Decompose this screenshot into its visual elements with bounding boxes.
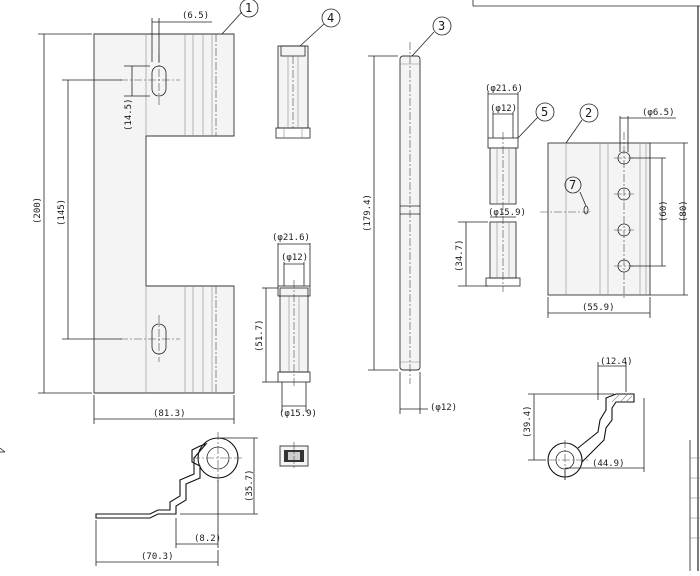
dim-55-9: (55.9) — [582, 303, 615, 313]
part-4-bushing-top: 4 — [275, 8, 341, 139]
dim-phi6-5: (φ6.5) — [642, 108, 675, 118]
profile-view-left: (35.7) (8.2) (70.3) — [95, 432, 258, 566]
dim-8-2: (8.2) — [194, 534, 221, 544]
balloon-7: 7 — [569, 178, 576, 192]
dim-phi12-pin: (φ12) — [430, 403, 457, 413]
dim-14-5: (14.5) — [124, 98, 134, 131]
dim-34-7: (34.7) — [455, 239, 465, 272]
balloon-5: 5 — [541, 105, 548, 119]
profile-view-right: (12.4) (39.4) (44.9) — [523, 357, 645, 480]
part-2-leaf: (φ6.5) (60) (80) (55.9) 2 7 — [540, 103, 689, 318]
dim-phi21-6-a: (φ21.6) — [272, 233, 310, 243]
balloon-1: 1 — [245, 1, 252, 15]
part-5-bushing: (φ21.6) (φ12) (φ15.9) (34.7) 5 — [455, 84, 555, 292]
dim-35-7: (35.7) — [245, 469, 255, 502]
dim-phi15-9-b: (φ15.9) — [488, 208, 526, 218]
bushing-top-view — [279, 442, 309, 470]
dim-200: (200) — [33, 197, 43, 224]
dim-phi21-6-b: (φ21.6) — [485, 84, 523, 94]
balloon-2: 2 — [585, 106, 592, 120]
dim-81-3: (81.3) — [153, 409, 186, 419]
dim-80: (80) — [679, 200, 689, 222]
dim-70-3: (70.3) — [141, 552, 174, 562]
part-3-pin: (179.4) (φ12) 3 — [363, 16, 457, 414]
dim-51-7: (51.7) — [255, 319, 265, 352]
dim-44-9: (44.9) — [592, 459, 625, 469]
dim-6-5: (6.5) — [182, 11, 209, 21]
part-4-bushing-lower: (φ21.6) (φ12) (51.7) (φ15.9) — [255, 233, 317, 419]
balloon-4: 4 — [327, 11, 334, 25]
dim-phi12-b: (φ12) — [490, 104, 517, 114]
dim-12-4: (12.4) — [600, 357, 633, 367]
balloon-3: 3 — [438, 19, 445, 33]
dim-phi15-9-a: (φ15.9) — [279, 409, 317, 419]
part-1-leaf: (6.5) (14.5) (200) (145) (81.3) 1 — [33, 0, 259, 424]
dim-39-4: (39.4) — [523, 405, 533, 438]
dim-145: (145) — [57, 199, 67, 226]
dim-179-4: (179.4) — [363, 194, 373, 232]
dim-60: (60) — [659, 200, 669, 222]
dim-phi12-a: (φ12) — [281, 253, 308, 263]
